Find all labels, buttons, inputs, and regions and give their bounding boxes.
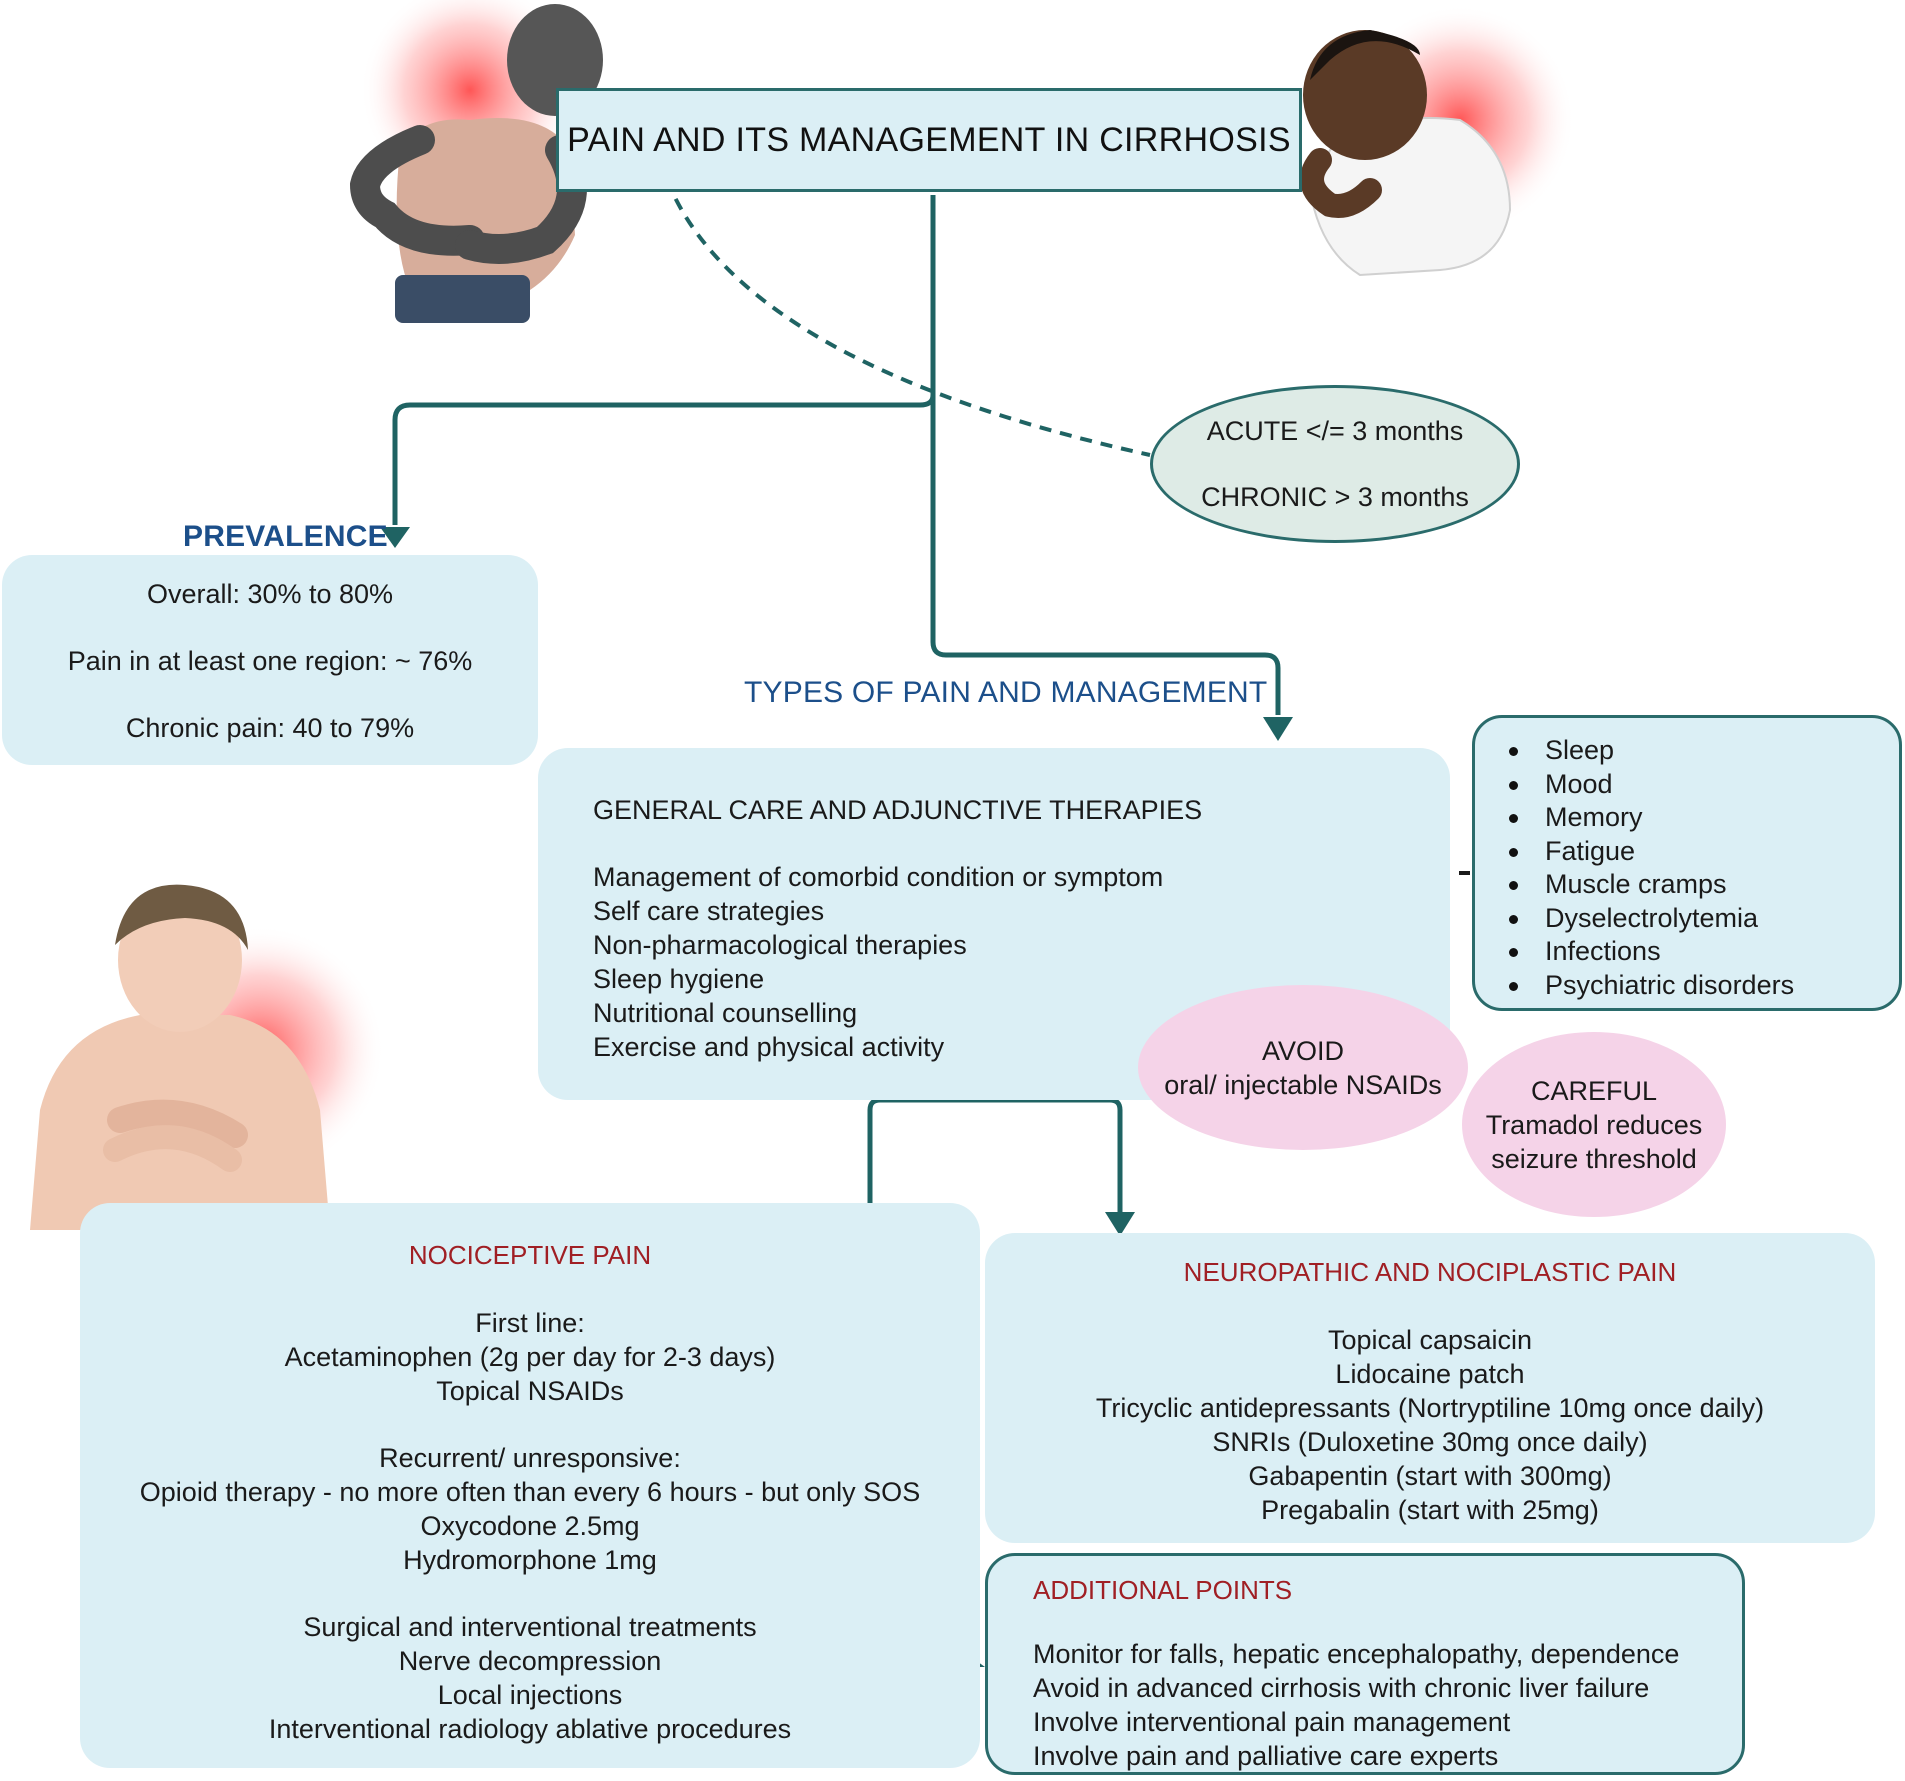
prevalence-overall: Overall: 30% to 80% (146, 579, 394, 609)
nociceptive-surgical-label: Surgical and interventional treatments (303, 1612, 757, 1642)
general-care-item: Non-pharmacological therapies (593, 930, 967, 960)
nociceptive-pain-box: NOCICEPTIVE PAIN First line: Acetaminoph… (80, 1203, 980, 1768)
connector-to-prevalence (392, 394, 936, 525)
acute-duration: ACUTE </= 3 months (1206, 416, 1464, 446)
nociceptive-item: Interventional radiology ablative proced… (268, 1714, 792, 1744)
connector-to-types (930, 405, 1281, 715)
prevalence-chronic: Chronic pain: 40 to 79% (125, 713, 415, 743)
additional-item: Monitor for falls, hepatic encephalopath… (1033, 1639, 1680, 1669)
additional-item: Involve interventional pain management (1033, 1707, 1511, 1737)
title-banner: PAIN AND ITS MANAGEMENT IN CIRRHOSIS (556, 88, 1302, 192)
connector-split (867, 1097, 1123, 1212)
careful-detail: seizure threshold (1491, 1143, 1697, 1174)
list-item: Fatigue (1509, 835, 1899, 869)
neuropathic-item: Tricyclic antidepressants (Nortryptiline… (1095, 1393, 1765, 1423)
avoid-label: AVOID (1261, 1035, 1344, 1066)
list-item: Mood (1509, 768, 1899, 802)
general-care-item: Exercise and physical activity (593, 1032, 945, 1062)
avoid-detail: oral/ injectable NSAIDs (1164, 1069, 1442, 1100)
nociceptive-item: Acetaminophen (2g per day for 2-3 days) (284, 1342, 776, 1372)
nociceptive-item: Nerve decompression (398, 1646, 662, 1676)
types-heading: TYPES OF PAIN AND MANAGEMENT (744, 676, 1268, 709)
neuropathic-heading: NEUROPATHIC AND NOCIPLASTIC PAIN (1183, 1257, 1677, 1287)
additional-heading: ADDITIONAL POINTS (1033, 1575, 1293, 1605)
neuropathic-item: Pregabalin (start with 25mg) (1261, 1495, 1599, 1525)
chronic-duration: CHRONIC > 3 months (1201, 482, 1469, 512)
avoid-nsaids-ellipse: AVOID oral/ injectable NSAIDs (1138, 985, 1468, 1150)
neuropathic-item: SNRIs (Duloxetine 30mg once daily) (1212, 1427, 1648, 1457)
nociceptive-item: Local injections (437, 1680, 623, 1710)
page-title: PAIN AND ITS MANAGEMENT IN CIRRHOSIS (567, 120, 1291, 159)
nociceptive-heading: NOCICEPTIVE PAIN (408, 1240, 652, 1270)
general-care-heading: GENERAL CARE AND ADJUNCTIVE THERAPIES (593, 795, 1203, 825)
person-coughing-illustration (1300, 5, 1575, 277)
neuropathic-item: Lidocaine patch (1335, 1359, 1525, 1389)
additional-points-box: ADDITIONAL POINTS Monitor for falls, hep… (985, 1553, 1745, 1775)
list-item: Infections (1509, 935, 1899, 969)
prevalence-heading: PREVALENCE (183, 520, 388, 553)
careful-detail: Tramadol reduces (1485, 1109, 1703, 1140)
nociceptive-item: Hydromorphone 1mg (403, 1545, 657, 1575)
nociceptive-item: Oxycodone 2.5mg (420, 1511, 640, 1541)
nociceptive-recurrent-label: Recurrent/ unresponsive: (379, 1443, 681, 1473)
general-care-item: Self care strategies (593, 896, 825, 926)
nociceptive-item: Topical NSAIDs (436, 1376, 624, 1406)
list-item: Psychiatric disorders (1509, 969, 1899, 1003)
general-care-item: Nutritional counselling (593, 998, 858, 1028)
list-item: Sleep (1509, 734, 1899, 768)
comorbid-symptom-list: Sleep Mood Memory Fatigue Muscle cramps … (1475, 734, 1899, 1002)
list-item: Dyselectrolytemia (1509, 902, 1899, 936)
nociceptive-item: Opioid therapy - no more often than ever… (139, 1477, 921, 1507)
additional-item: Involve pain and palliative care experts (1033, 1741, 1499, 1771)
neuropathic-item: Topical capsaicin (1327, 1325, 1533, 1355)
pain-duration-ellipse: ACUTE </= 3 months CHRONIC > 3 months (1150, 385, 1520, 543)
general-care-item: Sleep hygiene (593, 964, 765, 994)
neuropathic-pain-box: NEUROPATHIC AND NOCIPLASTIC PAIN Topical… (985, 1233, 1875, 1543)
additional-item: Avoid in advanced cirrhosis with chronic… (1033, 1673, 1650, 1703)
person-abdominal-pain-illustration (349, 0, 603, 323)
comorbid-symptom-box: Sleep Mood Memory Fatigue Muscle cramps … (1472, 715, 1902, 1011)
prevalence-one-region: Pain in at least one region: ~ 76% (67, 646, 473, 676)
list-item: Muscle cramps (1509, 868, 1899, 902)
person-chest-pain-illustration (30, 884, 385, 1230)
general-care-item: Management of comorbid condition or symp… (593, 862, 1164, 892)
neuropathic-item: Gabapentin (start with 300mg) (1248, 1461, 1612, 1491)
careful-label: CAREFUL (1530, 1075, 1658, 1106)
prevalence-box: Overall: 30% to 80% Pain in at least one… (2, 555, 538, 765)
careful-tramadol-ellipse: CAREFUL Tramadol reduces seizure thresho… (1462, 1032, 1726, 1217)
list-item: Memory (1509, 801, 1899, 835)
nociceptive-first-line-label: First line: (475, 1308, 585, 1338)
dashed-connector-duration (658, 159, 1151, 457)
